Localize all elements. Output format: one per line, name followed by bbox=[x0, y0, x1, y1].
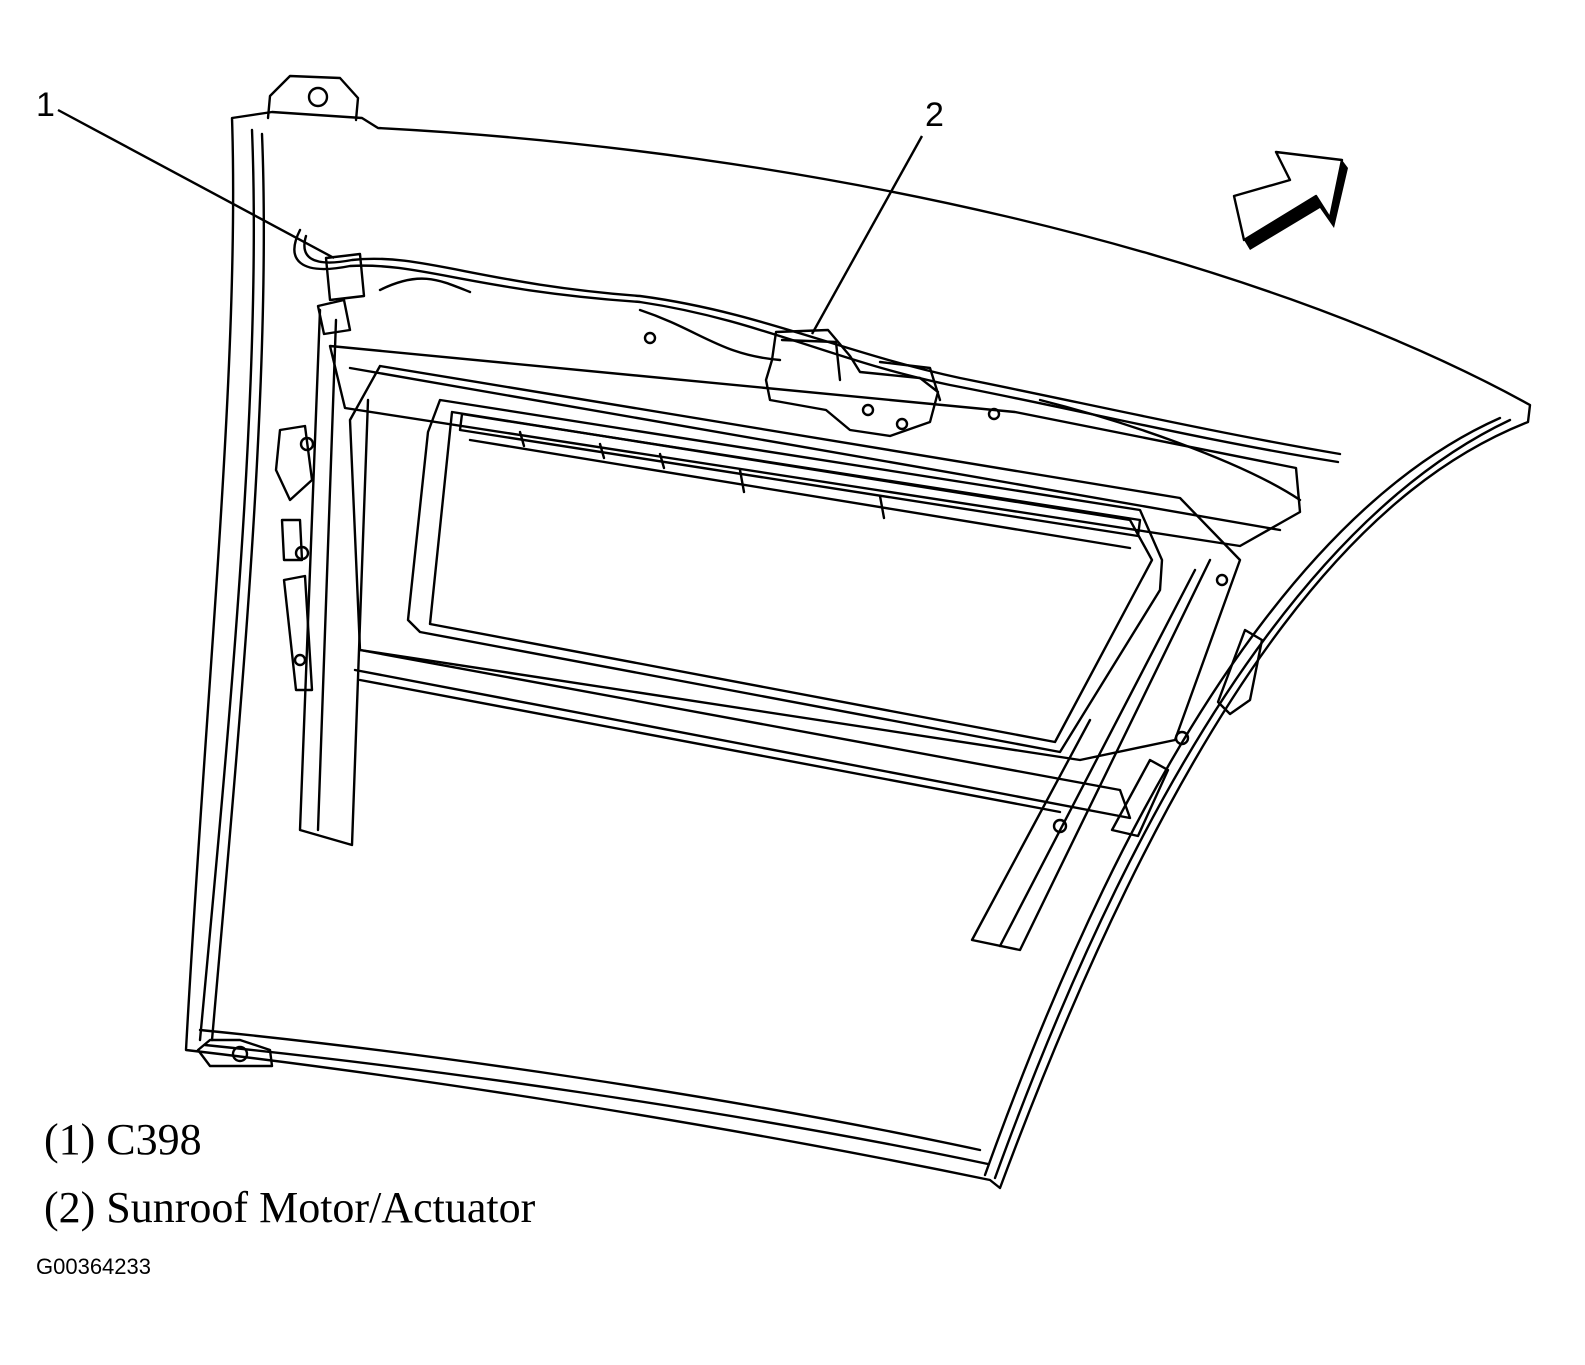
legend-item-sunroof-motor: (2) Sunroof Motor/Actuator bbox=[44, 1183, 536, 1232]
roof-panel-outline bbox=[184, 110, 1532, 1190]
connector-c398 bbox=[324, 252, 366, 302]
callout-2: 2 bbox=[925, 96, 944, 134]
leader-line-1 bbox=[57, 108, 335, 260]
direction-arrow-icon bbox=[1232, 150, 1348, 250]
figure-id: G00364233 bbox=[36, 1254, 151, 1279]
right-rail bbox=[970, 558, 1212, 952]
wiring-harness bbox=[293, 228, 1340, 464]
left-rail bbox=[298, 308, 370, 847]
front-mount-tab bbox=[266, 74, 360, 122]
sunroof-inner-frame bbox=[348, 364, 1242, 762]
leader-line-2 bbox=[810, 135, 924, 335]
rear-mount-tab bbox=[196, 1038, 274, 1068]
roof-inner-rim bbox=[198, 128, 256, 1042]
sunroof-frame bbox=[328, 344, 1302, 548]
glass-opening bbox=[406, 398, 1164, 754]
legend-item-c398: (1) C398 bbox=[44, 1115, 202, 1164]
sunroof-motor-actuator bbox=[764, 328, 940, 438]
callout-1: 1 bbox=[36, 86, 55, 124]
